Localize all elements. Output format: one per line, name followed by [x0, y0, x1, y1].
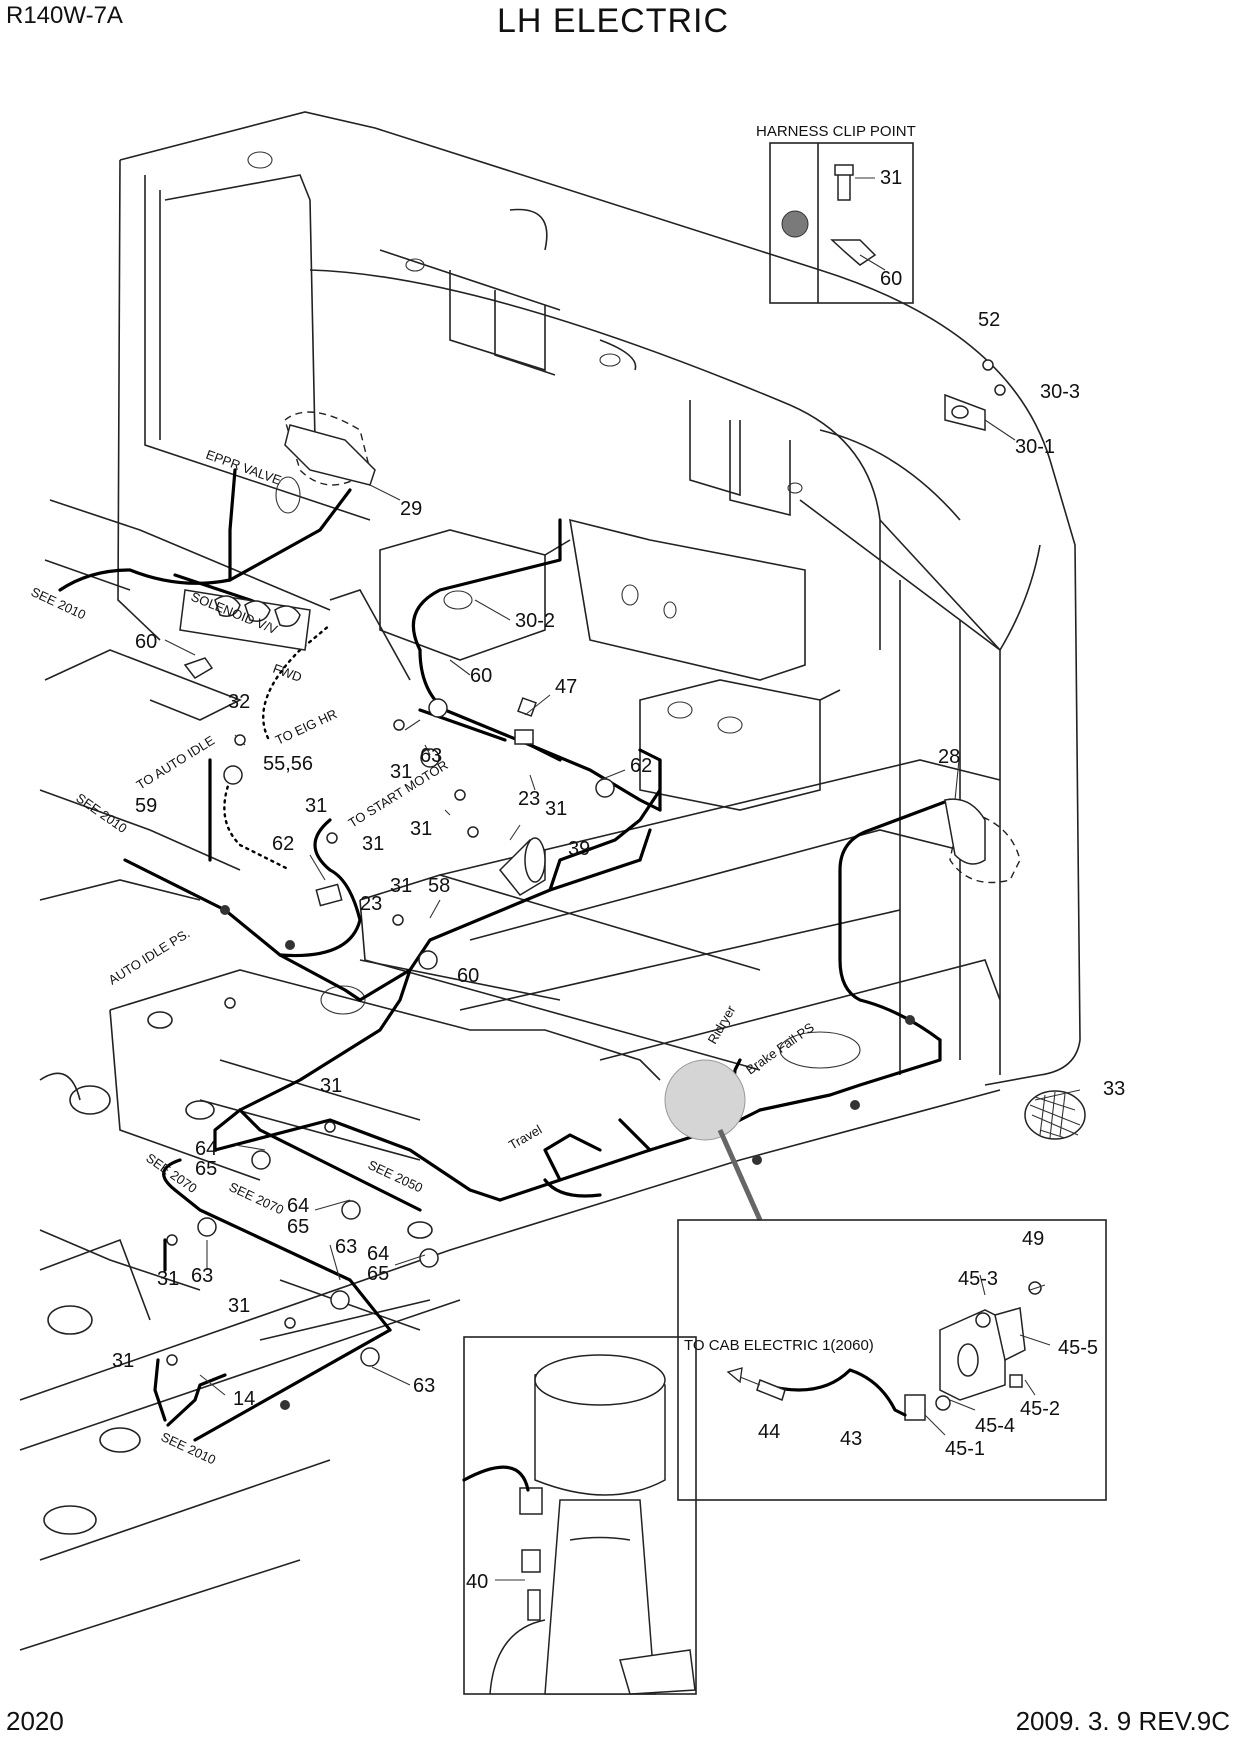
page-title: LH ELECTRIC [497, 2, 730, 40]
callout-63-c: 63 [191, 1265, 213, 1287]
callout-harness-60: 60 [880, 268, 902, 290]
callout-33: 33 [1103, 1078, 1125, 1100]
callout-60-low: 60 [457, 965, 479, 987]
callout-31-e: 31 [362, 833, 384, 855]
note-see-2050: SEE 2050 [366, 1157, 425, 1195]
callout-62-a: 62 [630, 755, 652, 777]
callout-numbers: 29 30-2 60 60 60 47 32 55,56 59 31 63 31… [112, 309, 1125, 1410]
sensor-detail-inset [462, 1336, 697, 1695]
callout-31-d: 31 [410, 818, 432, 840]
callout-47: 47 [555, 676, 577, 698]
auto-idle-dotted-harness [223, 778, 292, 872]
eig-hr-dotted-harness [262, 623, 332, 740]
callout-63-b: 63 [335, 1236, 357, 1258]
model-number: R140W-7A [6, 2, 123, 29]
callout-64-a: 64 [195, 1138, 217, 1160]
note-to-eig-hr: TO EIG HR [273, 706, 339, 748]
note-auto-idle-ps: AUTO IDLE PS. [106, 926, 193, 988]
callout-45-5: 45-5 [1058, 1337, 1098, 1359]
callout-31-a: 31 [305, 795, 327, 817]
lower-chassis-outline [19, 969, 1001, 1651]
callout-44: 44 [758, 1421, 780, 1443]
callout-29: 29 [400, 498, 422, 520]
revision-date: 2009. 3. 9 REV.9C [1015, 1706, 1230, 1736]
callout-leaders [164, 419, 1081, 1396]
note-brake-fail-ps: Brake Fail PS [743, 1019, 817, 1077]
note-see-2070-b: SEE 2070 [227, 1179, 286, 1217]
component-parts [166, 393, 1086, 1427]
mounting-holes [247, 151, 861, 1069]
callout-harness-31: 31 [880, 167, 902, 189]
callout-30-1: 30-1 [1015, 436, 1055, 458]
note-see-2010-b: SEE 2010 [73, 790, 130, 836]
harness-clip-title: HARNESS CLIP POINT [756, 123, 916, 140]
callout-31-f: 31 [390, 875, 412, 897]
callout-39: 39 [568, 838, 590, 860]
callout-58: 58 [428, 875, 450, 897]
callout-49: 49 [1022, 1228, 1044, 1250]
callout-31-h: 31 [157, 1268, 179, 1290]
callout-64-c: 64 [367, 1243, 389, 1265]
harness-junctions [220, 905, 915, 1410]
note-travel: Travel [506, 1122, 544, 1153]
callout-31-b: 31 [390, 761, 412, 783]
note-fwd: FWD [271, 661, 304, 685]
note-ridryer: Ridryer [705, 1002, 739, 1046]
upper-frame-outline [39, 111, 1081, 1086]
callout-23-a: 23 [518, 788, 540, 810]
callout-59: 59 [135, 795, 157, 817]
callout-63-a: 63 [420, 745, 442, 767]
hidden-outlines [284, 411, 1021, 884]
callout-40: 40 [466, 1571, 488, 1593]
cab-electric-inset [677, 1219, 1107, 1501]
callout-60-left: 60 [135, 631, 157, 653]
page-number: 2020 [6, 1706, 64, 1736]
callout-65-c: 65 [367, 1263, 389, 1285]
callout-32: 32 [228, 691, 250, 713]
callout-45-2: 45-2 [1020, 1398, 1060, 1420]
callout-31-c: 31 [545, 798, 567, 820]
callout-30-3: 30-3 [1040, 381, 1080, 403]
callout-63-d: 63 [413, 1375, 435, 1397]
harness-clip-inset [769, 142, 914, 304]
callout-30-2: 30-2 [515, 610, 555, 632]
callout-52: 52 [978, 309, 1000, 331]
note-see-2010-c: SEE 2010 [159, 1429, 218, 1467]
inset-texts: HARNESS CLIP POINT 31 60 TO CAB ELECTRIC… [466, 123, 1098, 1593]
callout-65-a: 65 [195, 1158, 217, 1180]
callout-45-3: 45-3 [958, 1268, 998, 1290]
callout-64-b: 64 [287, 1195, 309, 1217]
callout-43: 43 [840, 1428, 862, 1450]
callout-14: 14 [233, 1388, 255, 1410]
callout-45-4: 45-4 [975, 1415, 1015, 1437]
note-eppr-valve: EPPR VALVE [204, 447, 284, 488]
callout-62-b: 62 [272, 833, 294, 855]
callout-60-mid: 60 [470, 665, 492, 687]
callout-31-j: 31 [112, 1350, 134, 1372]
callout-31-g: 31 [320, 1075, 342, 1097]
callout-45-1: 45-1 [945, 1438, 985, 1460]
callout-65-b: 65 [287, 1216, 309, 1238]
note-to-auto-idle: TO AUTO IDLE [134, 732, 218, 792]
callout-31-i: 31 [228, 1295, 250, 1317]
bolt-symbols [166, 359, 1006, 1366]
cab-electric-note: TO CAB ELECTRIC 1(2060) [684, 1337, 874, 1354]
callout-28: 28 [938, 746, 960, 768]
callout-55-56: 55,56 [263, 753, 313, 775]
callout-23-b: 23 [360, 893, 382, 915]
